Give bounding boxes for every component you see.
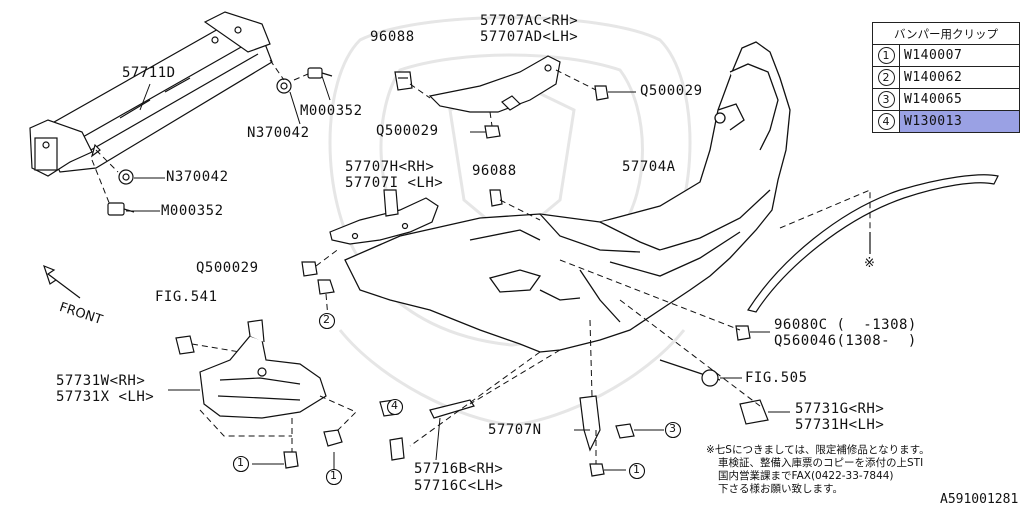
label-57716b: 57716B<RH> <box>414 461 504 477</box>
label-q560046: Q560046(1308- ) <box>774 333 917 349</box>
central-leader-lines <box>435 331 790 471</box>
label-57716c: 57716C<LH> <box>414 478 504 494</box>
lower-bracket-fasteners <box>283 429 343 469</box>
lower-side-bracket <box>175 319 327 419</box>
central-hardware <box>379 325 769 477</box>
rear-cross-beam <box>29 11 273 177</box>
note-line-2: 車検証、整備入庫票のコピーを添付の上STI <box>718 457 924 469</box>
label-57707i: 57707I <LH> <box>345 175 444 191</box>
side-bracket-fasteners <box>301 189 503 295</box>
legend-row: 1 W140007 <box>872 44 1020 67</box>
label-q500029-mid: Q500029 <box>376 123 439 139</box>
bumper-clip-legend: バンパー用クリップ 1 W140007 2 W140062 3 W140065 … <box>872 22 1020 133</box>
callout-1-mid: 1 <box>330 469 337 482</box>
beam-guide-lines <box>91 59 309 206</box>
legend-number: 3 <box>877 91 895 108</box>
note-line-3: 国内営業課までFAX(0422-33-7844) <box>718 470 894 482</box>
legend-row: 2 W140062 <box>872 66 1020 89</box>
label-fig505: FIG.505 <box>745 370 808 386</box>
callout-1-right: 1 <box>633 463 640 476</box>
legend-clip-code: W140007 <box>899 44 1020 67</box>
diagram-code: A591001281 <box>940 492 1019 507</box>
callout-3: 3 <box>669 422 676 435</box>
label-57707ad: 57707AD<LH> <box>480 29 579 45</box>
side-bracket <box>329 189 439 245</box>
label-n370042-upper: N370042 <box>247 125 310 141</box>
callout-1-left: 1 <box>237 456 244 469</box>
label-57707h: 57707H<RH> <box>345 159 435 175</box>
note-line-4: 下さる様お願い致します。 <box>718 483 843 495</box>
label-57707ac: 57707AC<RH> <box>480 13 579 29</box>
label-57711d: 57711D <box>122 65 176 81</box>
callout-4: 4 <box>391 399 398 412</box>
callout-circles <box>232 312 682 486</box>
label-q500029-right: Q500029 <box>640 83 703 99</box>
label-57731x: 57731X <LH> <box>56 389 155 405</box>
callout-2: 2 <box>323 313 330 326</box>
upper-side-bracket <box>394 55 561 113</box>
upper-bracket-fasteners <box>484 85 609 139</box>
legend-number: 1 <box>877 47 895 64</box>
label-n370042-lower: N370042 <box>166 169 229 185</box>
beam-leader-lines <box>126 75 331 212</box>
front-arrow <box>43 264 81 299</box>
note-line-1: ※七Sにつきましては、限定補修品となります。 <box>706 444 930 456</box>
legend-clip-code: W140065 <box>899 88 1020 111</box>
label-asterisk-trim: ※ <box>864 256 875 271</box>
label-96088-lower: 96088 <box>472 163 517 179</box>
label-57704a: 57704A <box>622 159 676 175</box>
legend-row: 3 W140065 <box>872 88 1020 111</box>
legend-number: 2 <box>877 69 895 86</box>
legend-number: 4 <box>877 113 895 130</box>
legend-clip-code-highlighted[interactable]: W130013 <box>899 110 1020 133</box>
lower-bracket-guides <box>191 343 357 452</box>
label-fig541: FIG.541 <box>155 289 218 305</box>
label-96088-upper: 96088 <box>370 29 415 45</box>
central-guide-lines <box>409 189 871 464</box>
label-m000352-upper: M000352 <box>300 103 363 119</box>
upper-bracket-guides <box>409 69 597 127</box>
label-q500029-left: Q500029 <box>196 260 259 276</box>
legend-clip-code: W140062 <box>899 66 1020 89</box>
trim-strip <box>747 174 999 313</box>
label-96080c: 96080C ( -1308) <box>774 317 917 333</box>
label-m000352-lower: M000352 <box>161 203 224 219</box>
upper-bracket-leaders <box>470 91 636 133</box>
label-57731h: 57731H<LH> <box>795 417 885 433</box>
label-57731g: 57731G<RH> <box>795 401 885 417</box>
legend-row: 4 W130013 <box>872 110 1020 133</box>
label-57731w: 57731W<RH> <box>56 373 146 389</box>
lower-bracket-leaders <box>168 389 335 470</box>
label-57707n: 57707N <box>488 422 542 438</box>
beam-fasteners <box>107 67 333 216</box>
legend-title: バンパー用クリップ <box>872 22 1020 45</box>
rear-bumper-cover <box>344 41 791 353</box>
